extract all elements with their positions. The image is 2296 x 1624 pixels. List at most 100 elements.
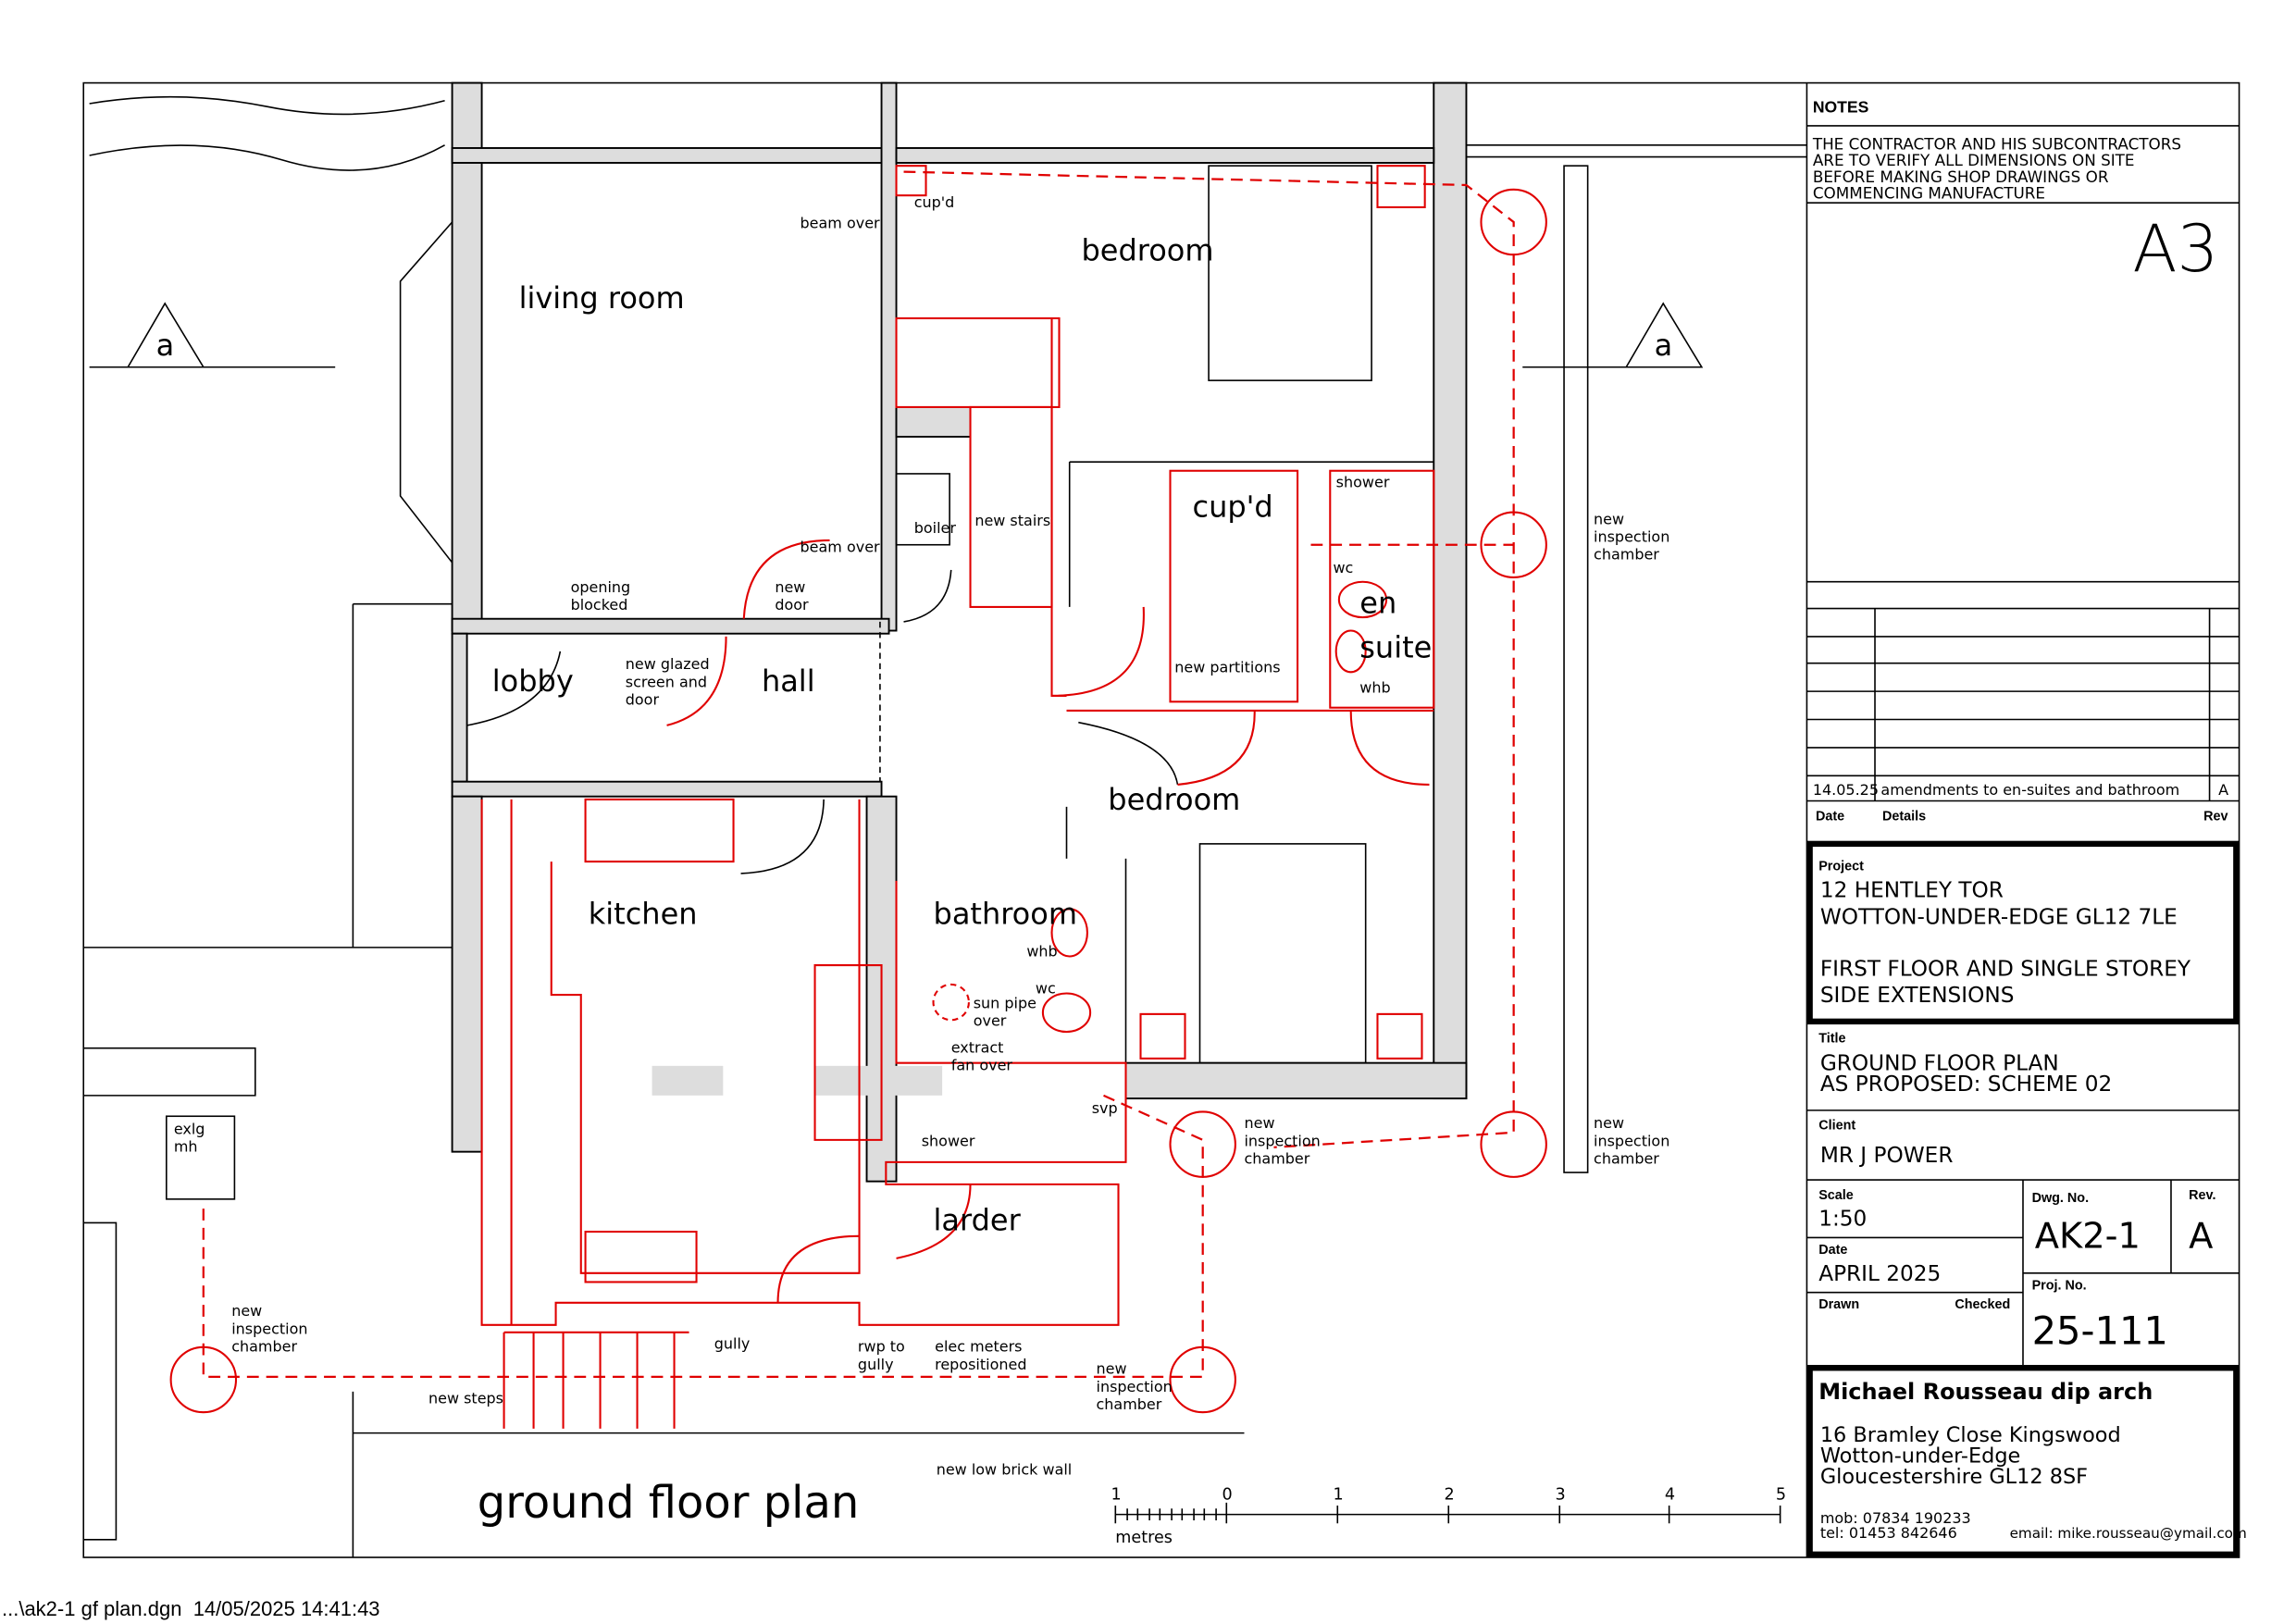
stairs: [895, 316, 1061, 408]
note: screen and: [626, 673, 707, 690]
note: new partitions: [1174, 658, 1280, 676]
stairs: [969, 405, 1053, 608]
wc: [1337, 580, 1388, 619]
note: elec meters: [935, 1338, 1022, 1356]
date-value: APRIL 2025: [1818, 1261, 1941, 1286]
scale-tick: 0: [1222, 1486, 1232, 1505]
note: chamber: [1244, 1149, 1309, 1167]
note-line: BEFORE MAKING SHOP DRAWINGS OR: [1813, 167, 2109, 186]
note: new glazed: [626, 655, 710, 673]
project-line: 12 HENTLEY TOR: [1820, 877, 2004, 902]
label: Proj. No.: [2032, 1278, 2087, 1293]
section-label: a: [1655, 328, 1673, 363]
mobile: mob: 07834 190233: [1820, 1509, 1971, 1527]
note: new: [1594, 1114, 1624, 1132]
room-label: shower: [1336, 473, 1390, 490]
note: rwp to: [858, 1338, 905, 1356]
inspection-chamber: [1480, 1110, 1547, 1178]
drainage-run: [202, 170, 1515, 1378]
note: inspection: [231, 1320, 307, 1337]
whb: [1050, 908, 1088, 958]
room-label: en: [1359, 585, 1396, 620]
bed: [1208, 165, 1372, 381]
label: Client: [1818, 1119, 1855, 1134]
wall: [451, 147, 890, 164]
section-label: a: [156, 328, 175, 363]
project-line: SIDE EXTENSIONS: [1820, 983, 2015, 1008]
scale-tick: 2: [1444, 1486, 1454, 1505]
note: boiler: [914, 519, 957, 537]
bed: [1198, 843, 1367, 1064]
fitting: [1376, 1012, 1423, 1060]
wall: [880, 81, 898, 632]
scale-tick: 1: [1111, 1486, 1122, 1505]
label: Scale: [1818, 1188, 1854, 1203]
note: extract: [951, 1038, 1004, 1056]
note: new steps: [428, 1390, 503, 1407]
extension-walls: [480, 798, 1127, 1326]
wall: [1433, 81, 1468, 1100]
header: Rev: [2203, 809, 2228, 824]
note: new: [231, 1302, 262, 1320]
cupboard: [1169, 469, 1299, 703]
note: chamber: [231, 1338, 297, 1356]
inspection-chamber: [1480, 511, 1547, 578]
project-line: WOTTON-UNDER-EDGE GL12 7LE: [1820, 904, 2178, 929]
note: wc: [1036, 979, 1056, 997]
scale-unit: metres: [1115, 1529, 1173, 1547]
scale-tick: 3: [1555, 1486, 1565, 1505]
wall: [895, 405, 972, 438]
wall: [652, 1065, 724, 1096]
existing-outline: [83, 602, 453, 1097]
wall: [451, 780, 883, 798]
header: Date: [1816, 809, 1844, 824]
inspection-chamber: [1480, 188, 1547, 256]
scale-tick: 5: [1776, 1486, 1786, 1505]
boundary: [1466, 143, 1807, 158]
note: chamber: [1594, 1149, 1659, 1167]
bay-window: [399, 221, 453, 564]
note: whb: [1359, 679, 1390, 697]
ensuite: [1329, 469, 1435, 709]
inspection-chamber: [1169, 1110, 1236, 1178]
room-label: lobby: [492, 663, 574, 699]
note-line: THE CONTRACTOR AND HIS SUBCONTRACTORS: [1812, 135, 2181, 154]
room-label: bedroom: [1082, 233, 1214, 268]
title-line: GROUND FLOOR PLAN: [1820, 1051, 2059, 1076]
address-line: 16 Bramley Close Kingswood: [1820, 1423, 2121, 1447]
address-line: Wotton-under-Edge: [1820, 1444, 2020, 1469]
note: inspection: [1244, 1132, 1320, 1149]
section-marker-left: [126, 302, 205, 368]
room-label: kitchen: [589, 896, 698, 931]
scale-bar: 1 0 1 2 3 4 5 metres: [1111, 1486, 1787, 1547]
note: whb: [1026, 942, 1057, 960]
revision-details: amendments to en-suites and bathroom: [1880, 781, 2179, 799]
note: beam over: [800, 214, 881, 231]
sink: [584, 1231, 698, 1283]
client: MR J POWER: [1820, 1143, 1954, 1168]
label: Date: [1818, 1243, 1847, 1258]
note: opening: [571, 578, 631, 596]
partition: [1065, 721, 1179, 1066]
note-line: COMMENCING MANUFACTURE: [1813, 183, 2045, 202]
label: Title: [1818, 1031, 1845, 1046]
title-line: AS PROPOSED: SCHEME 02: [1820, 1072, 2112, 1097]
fitting: [1376, 165, 1426, 209]
wall: [451, 795, 483, 1153]
section-marker-right: [1624, 302, 1704, 368]
note: chamber: [1594, 546, 1659, 564]
note: door: [626, 691, 660, 709]
proposed-works: [169, 165, 1547, 1429]
wall: [895, 147, 1435, 164]
sheet-border: [82, 81, 2240, 1558]
note: new: [1594, 510, 1624, 527]
revision-date: 14.05.25: [1813, 781, 1879, 799]
revision-rev: A: [2218, 781, 2228, 799]
scale-value: 1:50: [1818, 1207, 1867, 1232]
drawing-title: ground floor plan: [478, 1477, 860, 1529]
label: Dwg. No.: [2032, 1191, 2090, 1206]
project-line: FIRST FLOOR AND SINGLE STOREY: [1820, 956, 2191, 981]
scale-tick: 1: [1333, 1486, 1343, 1505]
room-label: bathroom: [934, 896, 1077, 931]
